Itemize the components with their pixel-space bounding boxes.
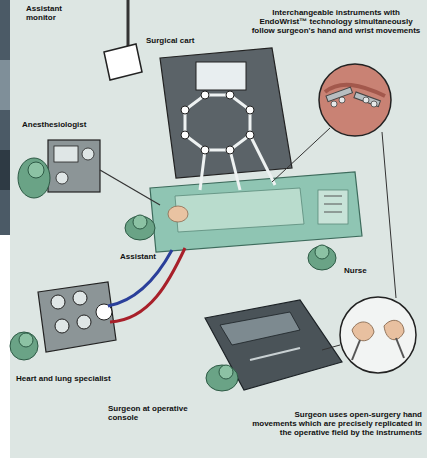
anesthesiologist-figure — [18, 158, 50, 198]
surgeon-figure — [206, 365, 238, 391]
instrument-closeup — [272, 64, 396, 298]
callout-label: Interchangeable instruments with EndoWri… — [250, 8, 422, 36]
heart-lung-machine — [38, 248, 185, 352]
callout-label: Surgeon uses open-surgery hand movements… — [252, 410, 422, 438]
photo-strip — [0, 0, 10, 235]
heart-lung-specialist-figure — [10, 332, 38, 360]
callout-label: Nurse — [344, 266, 394, 275]
callout-label: Anesthesiologist — [22, 120, 112, 129]
background — [10, 0, 427, 458]
assistant-figure — [125, 215, 155, 240]
nurse-figure — [308, 245, 336, 270]
surgical-cart — [160, 48, 292, 190]
hand-closeup — [322, 297, 416, 373]
anesthesia-machine — [48, 140, 160, 205]
operative-console — [205, 300, 342, 390]
callout-label: Assistant monitor — [26, 4, 72, 22]
callout-label: Heart and lung specialist — [16, 374, 156, 383]
callout-label: Assistant — [120, 252, 180, 261]
operating-table — [150, 172, 362, 252]
callout-label: Surgical cart — [146, 36, 226, 45]
assistant-monitor — [104, 0, 142, 80]
callout-label: Surgeon at operative console — [108, 404, 202, 422]
